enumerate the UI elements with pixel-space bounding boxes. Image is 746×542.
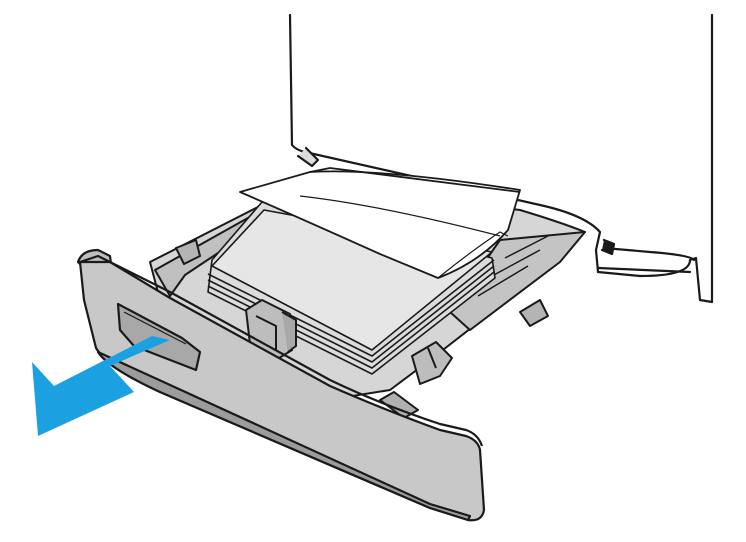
- jammed-sheet-icon: [239, 167, 521, 279]
- tray-front-panel: [76, 248, 486, 522]
- pull-direction-arrow-icon: [32, 336, 170, 436]
- printer-body-icon: [288, 13, 714, 304]
